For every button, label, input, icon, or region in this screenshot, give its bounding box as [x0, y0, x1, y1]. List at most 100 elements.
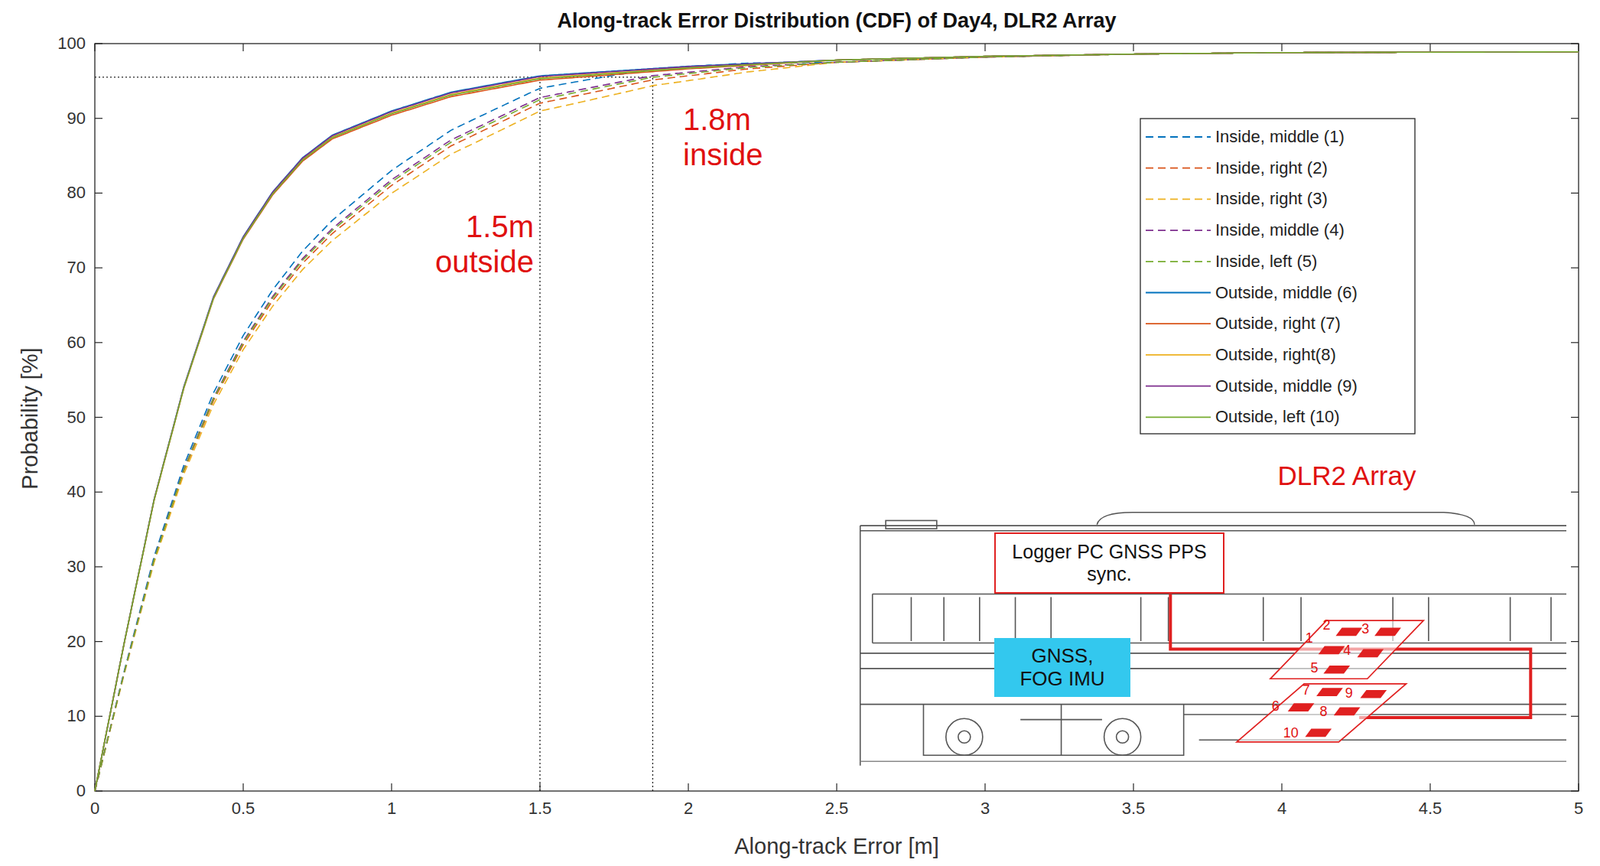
y-tick: [94, 42, 103, 44]
callout-number: 8: [1319, 703, 1327, 720]
legend-sample: [1145, 167, 1211, 170]
y-tick-label: 100: [57, 33, 86, 53]
antenna-tile: [1304, 728, 1332, 738]
x-tick: [835, 783, 837, 791]
x-tick: [1132, 783, 1134, 791]
y-tick-label: 20: [67, 631, 86, 651]
legend-sample: [1145, 385, 1211, 387]
y-tick: [1570, 491, 1579, 493]
legend-text: Inside, right (2): [1215, 158, 1328, 178]
annotation: 1.5m outside: [419, 208, 534, 280]
x-tick-label: 0: [90, 798, 100, 818]
antenna-tile: [1335, 627, 1363, 637]
x-tick: [242, 783, 244, 791]
y-tick: [94, 565, 103, 567]
callout-number: 6: [1271, 698, 1280, 715]
sensor-box: GNSS, FOG IMU: [994, 637, 1131, 697]
rail: [860, 760, 1567, 763]
y-tick: [1570, 267, 1579, 269]
axle: [1116, 730, 1129, 743]
x-tick-label: 2.5: [825, 798, 849, 818]
x-tick-label: 1.5: [528, 798, 553, 818]
x-tick: [390, 783, 392, 791]
y-tick: [1570, 42, 1579, 44]
callout-number: 9: [1345, 685, 1353, 702]
y-tick-label: 80: [67, 182, 86, 202]
legend-text: Outside, middle (6): [1215, 282, 1358, 303]
array-plate: [1270, 620, 1424, 679]
legend-sample: [1145, 416, 1211, 418]
outside-cdf-curve: [94, 52, 1579, 791]
x-tick: [687, 783, 689, 791]
legend-text: Outside, middle (9): [1215, 376, 1358, 396]
y-tick-label: 40: [67, 481, 86, 501]
x-tick: [984, 783, 986, 791]
legend-text: Inside, right (3): [1215, 188, 1328, 209]
x-tick: [1132, 43, 1134, 52]
callout-number: 7: [1302, 682, 1311, 699]
y-tick: [94, 715, 103, 717]
x-tick: [687, 43, 689, 52]
legend-text: Inside, left (5): [1215, 251, 1318, 271]
y-tick-label: 10: [67, 705, 86, 726]
antenna-tile: [1318, 646, 1346, 655]
legend-sample: [1145, 136, 1211, 138]
outside-cdf-curve: [94, 52, 1579, 791]
callout-number: 3: [1361, 621, 1370, 638]
array-title: DLR2 Array: [1278, 460, 1417, 492]
x-tick: [1429, 43, 1431, 52]
antenna-tile: [1333, 707, 1361, 716]
callout-number: 2: [1322, 616, 1331, 633]
x-tick-label: 2: [683, 798, 693, 818]
signal-wire: [1170, 594, 1531, 718]
window-band: [872, 594, 1567, 644]
x-tick: [1577, 43, 1579, 52]
y-tick: [1570, 565, 1579, 567]
y-tick-label: 0: [76, 780, 86, 800]
legend-text: Inside, middle (4): [1215, 220, 1345, 240]
y-tick: [1570, 117, 1579, 119]
antenna-tile: [1287, 702, 1315, 712]
chart-title: Along-track Error Distribution (CDF) of …: [556, 9, 1116, 33]
x-tick-label: 0.5: [231, 798, 256, 818]
y-tick: [94, 117, 103, 119]
y-tick-label: 90: [67, 108, 86, 128]
antenna-tile: [1359, 689, 1387, 699]
wheel: [946, 718, 983, 755]
legend-sample: [1145, 322, 1211, 325]
x-tick-label: 5: [1573, 798, 1584, 818]
annotation: 1.8m inside: [682, 101, 791, 173]
inside-cdf-curve: [94, 52, 1579, 791]
x-tick-label: 3: [980, 798, 990, 818]
bogie-detail: [1020, 704, 1103, 756]
antenna-tile: [1374, 627, 1402, 637]
antenna-tile: [1356, 649, 1384, 658]
outside-cdf-curve: [94, 52, 1579, 791]
x-tick: [390, 43, 392, 52]
x-tick-label: 1: [386, 798, 397, 818]
y-tick: [1570, 341, 1579, 343]
roof-vent: [885, 520, 937, 529]
inside-cdf-curve: [94, 52, 1579, 791]
legend-text: Outside, left (10): [1215, 406, 1340, 427]
y-tick: [1570, 640, 1579, 642]
x-tick: [1577, 783, 1579, 791]
wheel: [1104, 718, 1142, 755]
y-tick: [94, 640, 103, 642]
x-tick-label: 4.5: [1418, 798, 1443, 818]
node-text: GNSS, FOG IMU: [1014, 644, 1111, 691]
roof-hump: [1096, 512, 1475, 525]
y-tick: [94, 491, 103, 493]
callout-number: 10: [1283, 725, 1299, 742]
x-tick: [835, 43, 837, 52]
window-frames: [910, 597, 1552, 641]
callout-number: 5: [1310, 659, 1318, 676]
bogie-frame: [923, 704, 1184, 756]
plot-frame: [94, 43, 1579, 791]
callout-number: 1: [1305, 630, 1314, 647]
array-plate: [1236, 683, 1406, 742]
legend-sample: [1145, 354, 1211, 356]
car-body: [860, 525, 1567, 766]
